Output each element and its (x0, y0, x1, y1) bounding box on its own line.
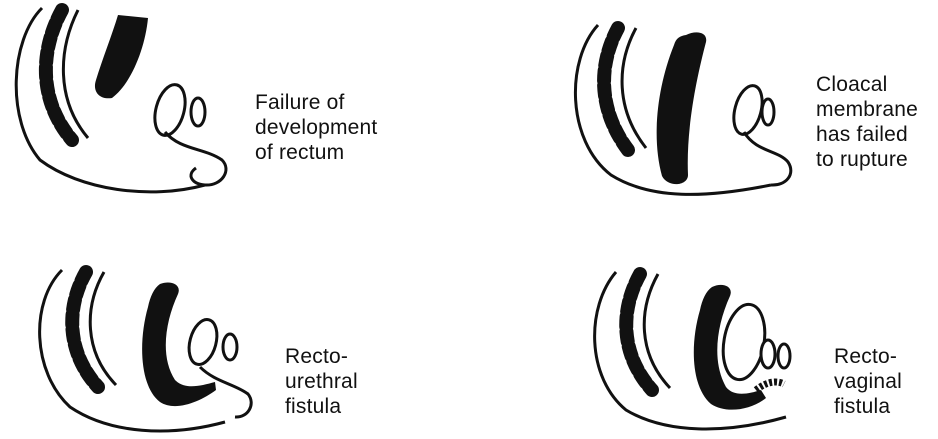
pubic-bone (778, 344, 790, 368)
sacrum-edge (622, 28, 646, 148)
sacrum-edge (644, 274, 670, 388)
caption-cloacal-membrane: Cloacal membrane has failed to rupture (816, 72, 918, 172)
rectal-pouch-blind (95, 15, 148, 98)
caption-recto-urethral: Recto- urethral fistula (285, 344, 358, 419)
sacrum-edge (63, 10, 88, 138)
urethra-perineum (744, 132, 791, 185)
pubic-bone (762, 99, 774, 125)
panel-rectal-agenesis: Failure of development of rectum (0, 0, 380, 210)
pelvis-sagittal-illustration (0, 262, 270, 439)
caption-recto-vaginal: Recto- vaginal fistula (834, 344, 902, 419)
fistula-tract (756, 382, 784, 390)
bladder (150, 81, 191, 138)
sacrum-spine (46, 10, 72, 140)
sacrum-spine (604, 28, 628, 150)
panel-cloacal-membrane: Cloacal membrane has failed to rupture (556, 0, 938, 215)
sacrum-spine (72, 272, 98, 387)
vagina (718, 301, 771, 383)
rectum-full-length (657, 32, 707, 184)
pubic-bone (223, 334, 237, 360)
pelvis-sagittal-illustration (556, 0, 816, 215)
panel-recto-urethral: Recto- urethral fistula (0, 262, 380, 439)
sacrum-edge (90, 272, 116, 385)
panel-recto-vaginal: Recto- vaginal fistula (556, 262, 938, 439)
pelvis-sagittal-illustration (556, 262, 831, 439)
sacrum-spine (626, 274, 652, 390)
bladder (184, 316, 221, 367)
pubic-bone (191, 98, 205, 126)
bladder (761, 340, 775, 368)
urethra-perineum (165, 132, 226, 185)
pelvis-sagittal-illustration (0, 0, 260, 210)
caption-rectal-agenesis: Failure of development of rectum (255, 90, 377, 165)
